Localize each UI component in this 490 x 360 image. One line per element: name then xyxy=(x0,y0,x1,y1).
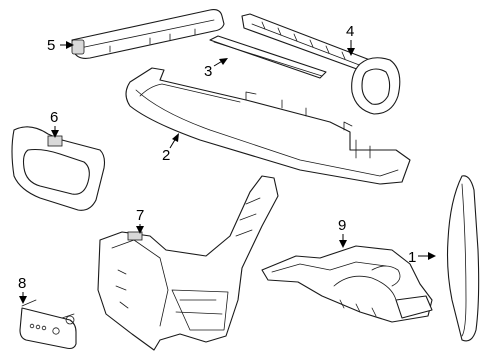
part-6-bezel xyxy=(11,126,106,211)
part-9-air-duct xyxy=(261,245,433,323)
callout-3-label: 3 xyxy=(204,63,212,80)
part-8-small-panel xyxy=(19,299,77,350)
callout-1: 1 xyxy=(408,249,436,266)
part-3-bar xyxy=(209,35,327,79)
part-4-grille-bracket xyxy=(241,13,401,115)
callout-5: 5 xyxy=(47,37,74,54)
part-5-trim-strip xyxy=(71,9,225,59)
callout-2-label: 2 xyxy=(162,147,170,164)
part-7-support-frame xyxy=(97,175,279,351)
callout-5-label: 5 xyxy=(47,37,55,54)
callout-9-label: 9 xyxy=(338,217,346,234)
part-1-end-panel xyxy=(446,175,480,342)
callout-4-label: 4 xyxy=(346,23,354,40)
callout-8: 8 xyxy=(18,275,27,304)
callout-4: 4 xyxy=(346,23,355,56)
callout-6: 6 xyxy=(50,109,59,138)
callout-1-label: 1 xyxy=(408,249,416,266)
callout-9: 9 xyxy=(338,217,347,248)
callout-6-label: 6 xyxy=(50,109,58,126)
callout-7: 7 xyxy=(136,207,144,234)
callout-7-label: 7 xyxy=(136,207,144,224)
callout-8-label: 8 xyxy=(18,275,26,292)
callout-3: 3 xyxy=(204,58,228,80)
callout-2: 2 xyxy=(162,133,179,164)
part-2-panel-frame xyxy=(125,67,411,185)
